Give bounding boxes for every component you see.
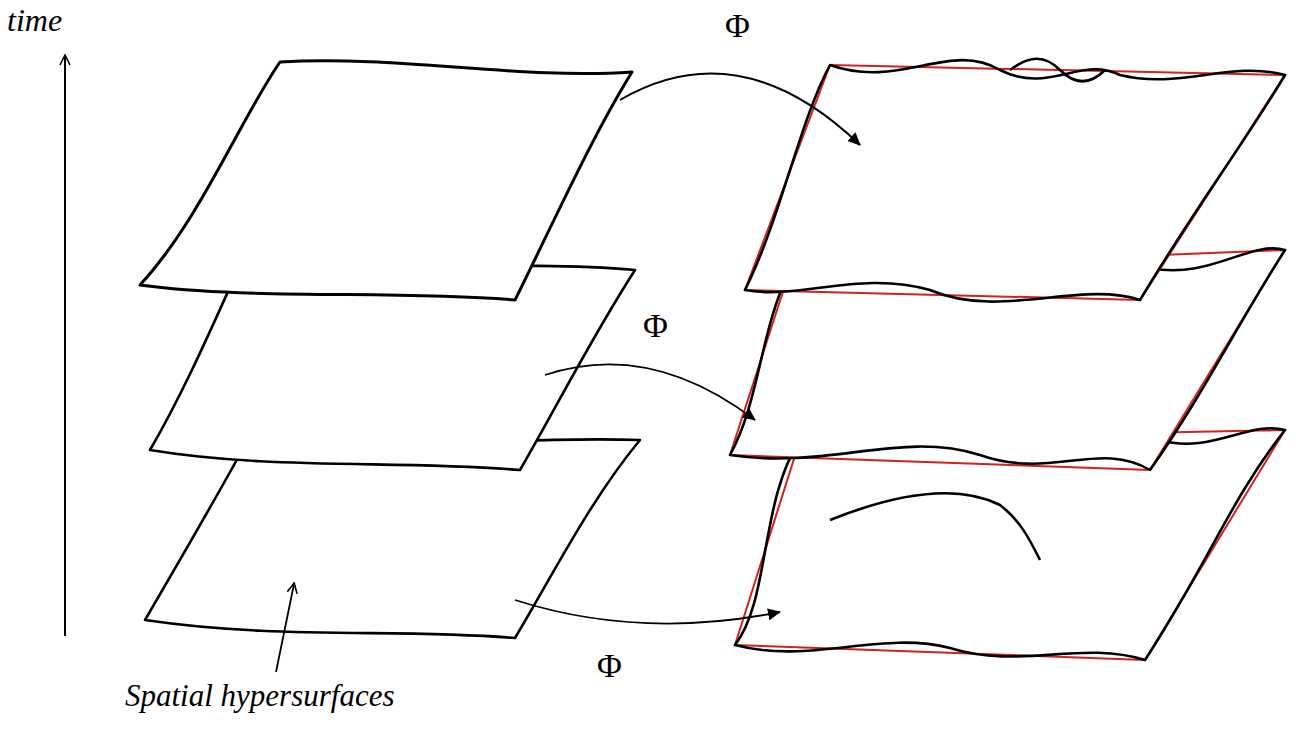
deformed-sheet [745,60,1285,302]
map-label: Φ [640,306,671,345]
leader-arrow [276,584,294,672]
sheet-wrinkle [1010,59,1105,82]
map-arrow [545,364,755,420]
map-arrow [515,600,780,624]
reference-sheet [745,65,1285,300]
sheet-fold [830,493,1040,560]
axis-label: time [4,2,65,39]
surface-label: Spatial hypersurfaces [122,678,398,714]
map-label: Φ [594,646,625,685]
map-arrow [620,74,860,145]
map-label: Φ [722,6,753,45]
time-arrow [64,56,66,636]
spatial-sheet [145,439,640,638]
spatial-sheet [140,61,632,300]
